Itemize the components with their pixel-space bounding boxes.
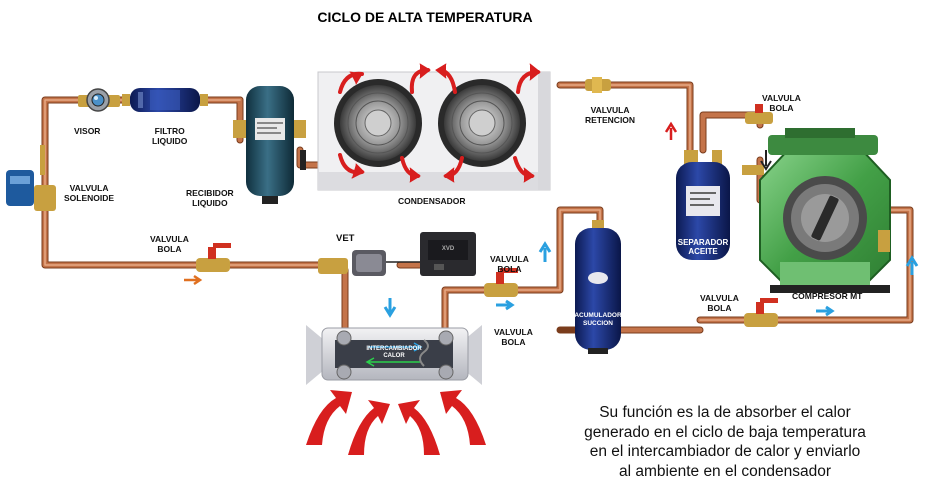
liquid-filter	[122, 88, 208, 112]
flow-arrow-right-bottom	[816, 305, 835, 317]
condenser-heat-arrows	[338, 63, 541, 183]
ball-valve-top	[745, 104, 773, 124]
label-vet: VET	[336, 233, 355, 244]
label-visor: VISOR	[74, 126, 101, 136]
flow-arrow-compressor-black	[760, 150, 772, 171]
label-controller: XVD	[441, 246, 455, 252]
flow-arrow-mid-right	[496, 299, 515, 311]
compressor-mt	[742, 128, 891, 293]
diagram-title: CICLO DE ALTA TEMPERATURA	[317, 9, 533, 25]
label-condensador: CONDENSADOR	[398, 196, 466, 206]
heat-source-arrows	[306, 390, 486, 455]
ball-valve-right	[744, 298, 778, 327]
heat-exchanger	[306, 325, 482, 385]
suction-accumulator	[575, 220, 621, 354]
sight-glass-visor	[78, 88, 120, 112]
liquid-receiver	[233, 86, 306, 204]
controller-box	[420, 232, 476, 276]
solenoid-valve	[6, 145, 56, 211]
condenser-unit	[317, 71, 551, 191]
description-text: Su función es la de absorber el calor ge…	[584, 404, 866, 480]
label-compresor-mt: COMPRESOR MT	[792, 291, 863, 301]
flow-arrow-left-orange	[184, 274, 203, 286]
flow-arrow-mid-up	[538, 241, 552, 262]
oil-separator	[676, 150, 730, 260]
ball-valve-left	[196, 243, 231, 272]
flow-arrow-right-riser	[905, 255, 919, 275]
flow-arrow-down-vet	[383, 298, 397, 318]
check-valve-retencion	[585, 77, 611, 93]
flow-arrow-retencion	[664, 121, 678, 140]
expansion-valve-vet	[318, 250, 420, 276]
ball-valve-mid	[484, 268, 518, 297]
